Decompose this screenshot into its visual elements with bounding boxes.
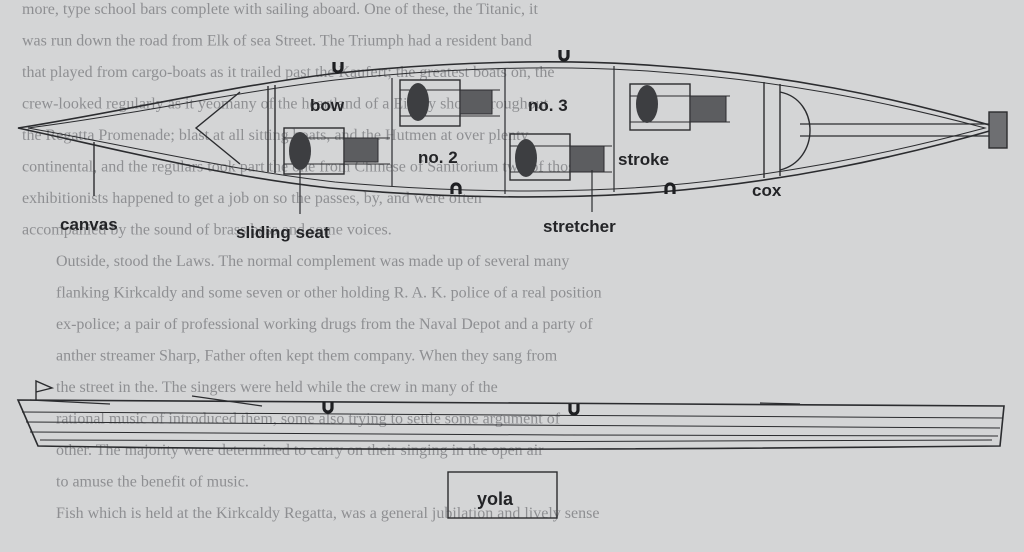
background-text-line: exhibitionists happened to get a job on … (22, 190, 482, 207)
background-text-line: anther streamer Sharp, Father often kept… (56, 348, 558, 365)
seat-stroke (629, 83, 730, 131)
seat-no2 (399, 79, 500, 127)
bow-canvas-v (194, 91, 241, 165)
background-text: more, type school bars complete with sai… (22, 1, 602, 522)
background-text-line: flanking Kirkcaldy and some seven or oth… (56, 285, 602, 302)
background-text-line: accompanied by the sound of brass bass a… (22, 222, 392, 239)
boat-plan-view: bow no. 2 no. 3 stroke cox canvas slidin… (17, 50, 1008, 242)
label-stretcher: stretcher (543, 217, 616, 236)
rudder (988, 111, 1008, 149)
boat-side-view: yola (16, 379, 1005, 519)
background-text-line: other. The majority were determined to c… (56, 442, 544, 459)
label-canvas: canvas (60, 215, 118, 234)
seat-no3 (509, 133, 612, 181)
label-cox: cox (752, 181, 782, 200)
yola-label-box (447, 471, 558, 519)
side-hull-outline (16, 399, 1005, 450)
background-text-line: to amuse the benefit of music. (56, 474, 249, 491)
background-text-line: Fish which is held at the Kirkcaldy Rega… (56, 505, 599, 522)
label-stroke: stroke (618, 150, 669, 169)
background-text-line: the street in the. The singers were held… (56, 379, 498, 396)
background-text-line: that played from cargo-boats as it trail… (22, 64, 554, 81)
label-bow: bow (310, 96, 345, 115)
background-text-line: ex-police; a pair of professional workin… (56, 316, 593, 333)
seat-bow (283, 127, 390, 175)
bow-flag (35, 379, 55, 400)
hull-inner-line (27, 67, 987, 192)
label-no2: no. 2 (418, 148, 458, 167)
background-text-line: was run down the road from Elk of sea St… (22, 33, 532, 50)
rigger-markers (332, 50, 676, 194)
background-text-line: Outside, stood the Laws. The normal comp… (56, 253, 569, 270)
label-yola: yola (477, 489, 514, 509)
label-no3: no. 3 (528, 96, 568, 115)
label-sliding-seat: sliding seat (236, 223, 330, 242)
cox-seat-curve (779, 91, 811, 171)
background-text-line: more, type school bars complete with sai… (22, 1, 538, 18)
